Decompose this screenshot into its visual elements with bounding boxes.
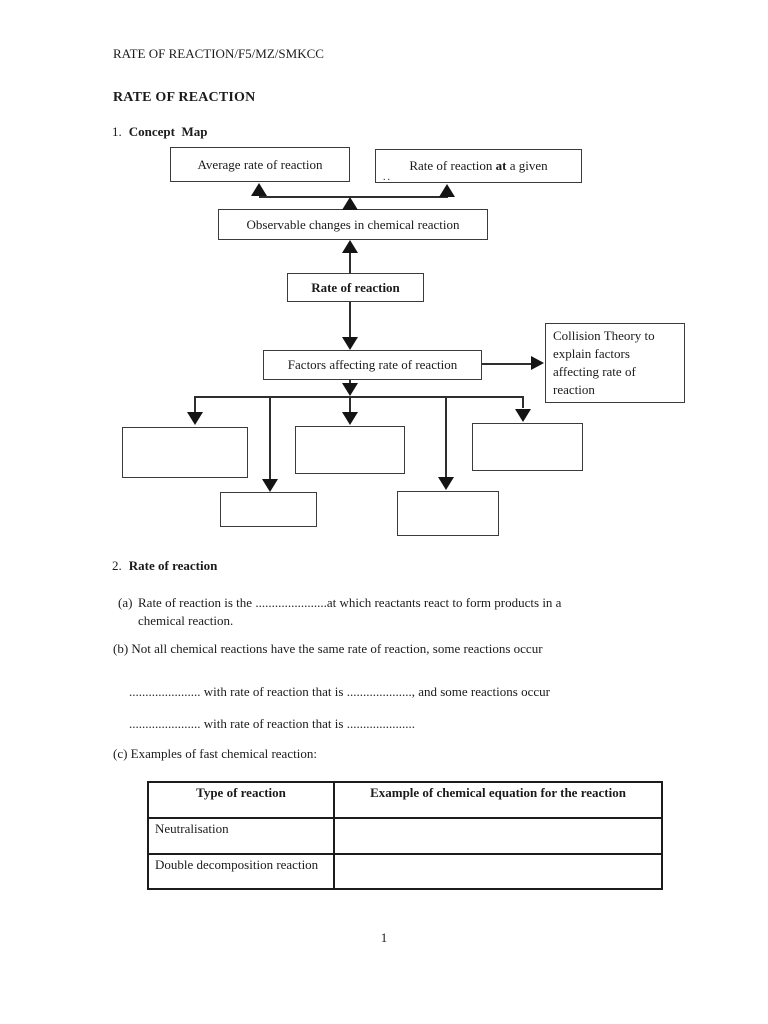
blank-box-5 xyxy=(397,491,499,536)
arrow-up-icon xyxy=(439,184,455,197)
box-average-rate: Average rate of reaction xyxy=(170,147,350,182)
document-header: RATE OF REACTION/F5/MZ/SMKCC xyxy=(113,46,324,61)
connector-line xyxy=(482,363,531,365)
table-row: Double decomposition reaction xyxy=(147,853,663,890)
item-a-label: (a) xyxy=(118,595,133,610)
table-header-type: Type of reaction xyxy=(147,781,335,819)
item-b-line1: (b) Not all chemical reactions have the … xyxy=(113,641,543,656)
item-b-line3: ...................... with rate of reac… xyxy=(129,716,415,731)
table-header-example: Example of chemical equation for the rea… xyxy=(333,781,663,819)
cell-reaction-example xyxy=(333,817,663,855)
arrow-down-icon xyxy=(342,337,358,350)
table-row: Neutralisation xyxy=(147,817,663,855)
box-collision-theory-label: Collision Theory to explain factors affe… xyxy=(553,328,655,397)
page-number: 1 xyxy=(380,930,388,945)
blank-box-1 xyxy=(122,427,248,478)
blank-box-4 xyxy=(220,492,317,527)
arrow-up-icon xyxy=(342,240,358,253)
item-c-line: (c) Examples of fast chemical reaction: xyxy=(113,746,317,761)
connector-line xyxy=(194,396,524,398)
section2-title: Rate of reaction xyxy=(128,558,218,573)
arrow-right-icon xyxy=(531,356,544,370)
box-observable-changes-label: Observable changes in chemical reaction xyxy=(246,216,460,232)
item-b-line2: ...................... with rate of reac… xyxy=(129,684,550,699)
page-title: RATE OF REACTION xyxy=(113,90,256,105)
connector-line xyxy=(445,398,447,478)
section1-title: Concept Map xyxy=(128,124,208,139)
blank-box-3 xyxy=(472,423,583,471)
connector-line xyxy=(349,302,351,338)
section2-number: 2. xyxy=(112,558,122,573)
connector-line xyxy=(349,380,351,384)
connector-line xyxy=(349,253,351,273)
connector-line xyxy=(194,398,196,413)
box-rate-at-given: Rate of reaction at a given .. xyxy=(375,149,582,183)
arrow-up-icon xyxy=(251,183,267,196)
box-observable-changes: Observable changes in chemical reaction xyxy=(218,209,488,240)
section1-heading: 1. Concept Map xyxy=(112,124,207,140)
item-a-line2: chemical reaction. xyxy=(138,613,234,628)
box-collision-theory: Collision Theory to explain factors affe… xyxy=(545,323,685,403)
box-rate-at-given-label: Rate of reaction at a given xyxy=(409,158,548,173)
arrow-down-icon xyxy=(515,409,531,422)
arrow-down-icon xyxy=(342,412,358,425)
section2-heading: 2. Rate of reaction xyxy=(112,558,217,574)
cell-reaction-type: Double decomposition reaction xyxy=(147,853,335,890)
cell-reaction-type: Neutralisation xyxy=(147,817,335,855)
section1-number: 1. xyxy=(112,124,122,139)
reaction-examples-table: Type of reaction Example of chemical equ… xyxy=(147,781,663,890)
connector-line xyxy=(269,398,271,479)
arrow-down-icon xyxy=(342,383,358,396)
connector-line xyxy=(522,398,524,408)
clipped-text: .. xyxy=(383,175,392,181)
arrow-down-icon xyxy=(262,479,278,492)
box-average-rate-label: Average rate of reaction xyxy=(197,156,323,172)
arrow-down-icon xyxy=(187,412,203,425)
cell-reaction-example xyxy=(333,853,663,890)
arrow-up-icon xyxy=(342,197,358,210)
box-rate-of-reaction-label: Rate of reaction xyxy=(311,279,400,295)
connector-line xyxy=(349,398,351,412)
blank-box-2 xyxy=(295,426,405,474)
box-factors-label: Factors affecting rate of reaction xyxy=(287,357,458,372)
table-header-row: Type of reaction Example of chemical equ… xyxy=(147,781,663,819)
box-factors: Factors affecting rate of reaction xyxy=(263,350,482,380)
item-a-line1: Rate of reaction is the ................… xyxy=(138,595,562,610)
arrow-down-icon xyxy=(438,477,454,490)
box-rate-of-reaction: Rate of reaction xyxy=(287,273,424,302)
